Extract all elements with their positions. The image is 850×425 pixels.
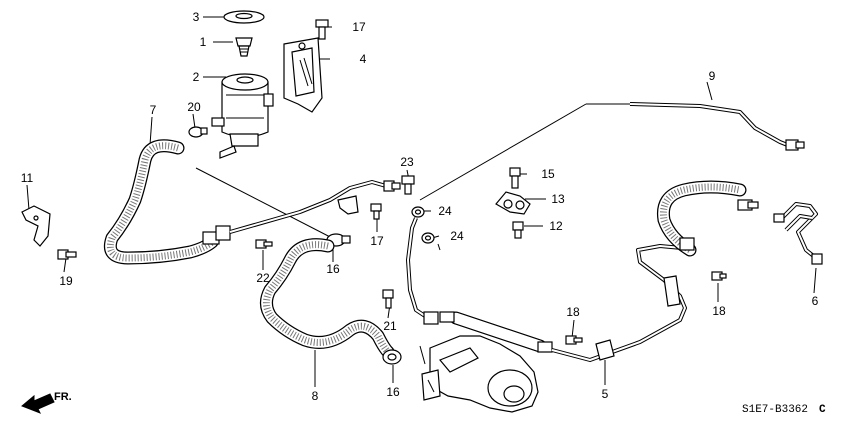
bolt-21	[382, 289, 394, 309]
bolt-23	[401, 175, 415, 195]
reservoir-cap-filter	[235, 37, 253, 57]
callout-8: 8	[312, 389, 319, 403]
bolt-17-mid	[370, 203, 382, 220]
drawing-code-suffix: C	[819, 404, 826, 416]
callout-2: 2	[193, 70, 200, 84]
callout-19: 19	[59, 274, 73, 288]
feed-hose-straight	[439, 311, 553, 353]
front-direction-arrow: FR.	[21, 391, 72, 414]
bolt-19	[57, 249, 77, 260]
reservoir-bracket	[283, 37, 323, 113]
callout-4: 4	[360, 52, 367, 66]
hose-clamp-20	[188, 126, 208, 138]
callout-24-lower: 24	[450, 229, 464, 243]
bolt-17-top	[315, 19, 329, 40]
callout-labels: 1 2 3 4 5 6 7 8 9 11 12 13 15 16 16 17 1…	[21, 10, 819, 403]
power-steering-pump	[421, 335, 539, 413]
leader-lines	[26, 16, 817, 387]
callout-17-mid: 17	[370, 234, 384, 248]
callout-18-left: 18	[566, 305, 580, 319]
callout-17-top: 17	[352, 20, 366, 34]
return-hose-8	[260, 238, 395, 359]
arrow-icon	[21, 393, 55, 414]
bolt-18-left	[565, 335, 583, 345]
callout-16-lower: 16	[386, 385, 400, 399]
return-pipe-5	[551, 244, 687, 362]
callout-7: 7	[150, 103, 157, 117]
feed-pipe-lower	[406, 217, 439, 325]
sealing-washer-24-lower	[421, 232, 435, 244]
drawing-code-text: S1E7-B3362	[742, 404, 808, 416]
bracket-11	[21, 205, 51, 247]
pipe-clamp-13	[495, 191, 531, 215]
drawing-code: S1E7-B3362 C	[742, 404, 826, 416]
bolt-12	[512, 221, 524, 239]
callout-16-upper: 16	[326, 262, 340, 276]
callout-20: 20	[187, 100, 201, 114]
bolt-22	[255, 239, 273, 249]
callout-21: 21	[383, 319, 397, 333]
callout-24-upper: 24	[438, 204, 452, 218]
return-line-upper	[229, 180, 401, 234]
callout-6: 6	[812, 294, 819, 308]
callout-11: 11	[21, 171, 34, 185]
cooler-hose	[656, 180, 759, 257]
feed-pipe-9	[629, 102, 805, 151]
sealing-washer-24-upper	[411, 206, 425, 218]
bolt-15	[509, 167, 521, 189]
callout-9: 9	[709, 69, 716, 83]
direction-label: FR.	[54, 391, 72, 403]
cooler-pipe-6	[773, 202, 823, 265]
reservoir-tank	[211, 73, 274, 159]
callout-1: 1	[200, 35, 207, 49]
reservoir-cap-washer	[223, 10, 265, 24]
callout-15: 15	[541, 167, 555, 181]
callout-12: 12	[549, 219, 563, 233]
callout-13: 13	[551, 192, 565, 206]
callout-22: 22	[256, 271, 270, 285]
callout-23: 23	[400, 155, 414, 169]
reservoir-hose-7	[103, 139, 231, 265]
bolt-18-right	[711, 271, 727, 281]
hose-clamp-16-lower	[382, 349, 402, 365]
callout-5: 5	[602, 387, 609, 401]
callout-18-right: 18	[712, 304, 726, 318]
callout-3: 3	[193, 10, 200, 24]
